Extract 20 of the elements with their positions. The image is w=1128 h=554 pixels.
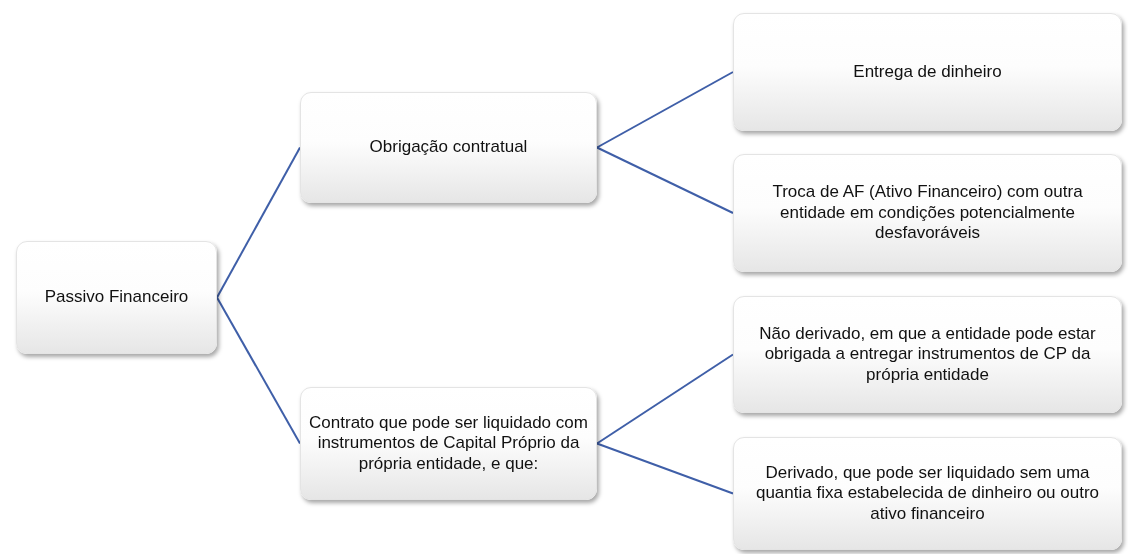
- rounded-box: [300, 92, 597, 203]
- connector-line: [596, 353, 734, 445]
- connector-line: [596, 146, 734, 214]
- rounded-box: [733, 154, 1122, 272]
- box-text: Derivado, que pode ser liquidado sem uma quantia fixa estabelecida de dinheiro ou outro ativo financeiro: [754, 462, 1101, 525]
- rounded-box: [300, 387, 597, 500]
- rounded-box: [16, 241, 217, 354]
- box-text: Passivo Financeiro: [44, 287, 189, 308]
- connector-line: [216, 146, 301, 299]
- box-text: Entrega de dinheiro: [853, 61, 1002, 83]
- connector-line: [596, 442, 734, 495]
- rounded-box: [733, 296, 1122, 413]
- box-text: Não derivado, em que a entidade pode estar obrigada a entregar instrumentos de CP da própria entidade: [758, 323, 1097, 386]
- connector-line: [596, 71, 734, 149]
- rounded-box: [733, 13, 1122, 131]
- connector-line: [216, 296, 301, 445]
- box-text: Contrato que pode ser liquidado com instrumentos de Capital Próprio da própria entidade, e que:: [309, 412, 588, 475]
- box-text: Obrigação contratual: [369, 137, 528, 158]
- rounded-box: [733, 437, 1122, 550]
- box-text: Troca de AF (Ativo Financeiro) com outra entidade em condições potencialmente desfavoráveis: [771, 182, 1084, 244]
